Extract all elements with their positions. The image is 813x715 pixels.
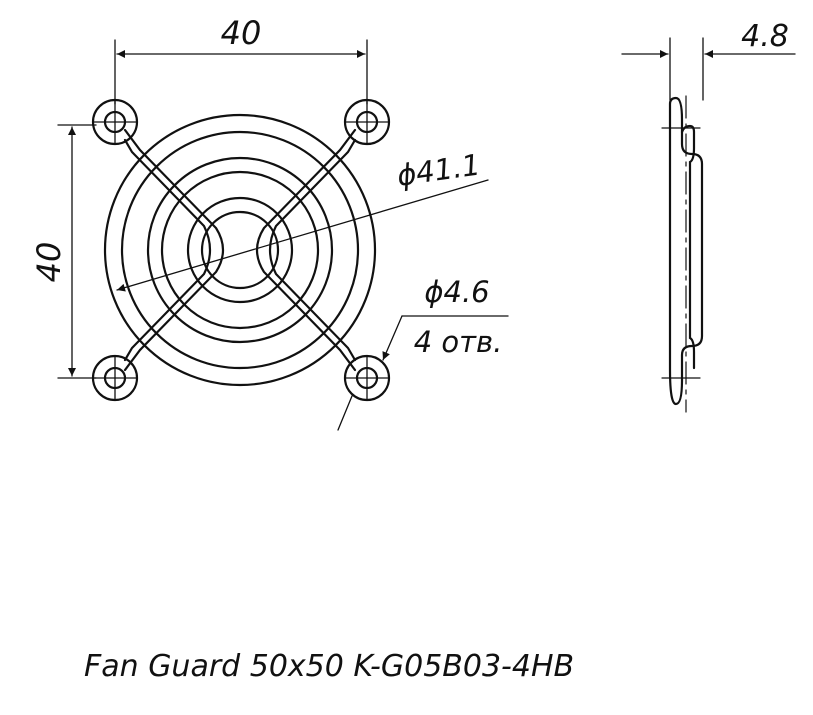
cross-wire-right-arm <box>255 128 357 372</box>
front-view <box>91 98 391 402</box>
hole-count-label: 4 отв. <box>414 325 503 359</box>
outer-ring-inner-edge <box>120 130 360 370</box>
left-height-dimension-lines <box>57 124 97 379</box>
hole-diameter-leader <box>337 315 509 431</box>
thickness-dimension-lines <box>621 37 796 101</box>
thickness-label: 4.8 <box>741 19 789 54</box>
inner-ring <box>186 196 294 304</box>
side-view <box>661 95 704 413</box>
side-profile-inner <box>680 124 696 370</box>
side-profile-outer <box>668 96 704 406</box>
left-height-label: 40 <box>30 242 68 283</box>
middle-ring-inner-edge <box>160 170 320 330</box>
drawing-caption: Fan Guard 50x50 K-G05B03-4HB <box>84 649 574 684</box>
outer-ring <box>103 113 377 387</box>
hole-diameter-label: ϕ4.6 <box>424 275 489 309</box>
cross-wire-left-arm <box>123 128 225 372</box>
outer-diameter-leader <box>116 179 489 292</box>
center-marks <box>92 99 390 401</box>
side-center-lines <box>661 95 701 413</box>
top-width-label: 40 <box>221 14 262 52</box>
top-width-dimension-lines <box>114 39 368 105</box>
middle-ring <box>146 156 334 344</box>
inner-ring-inner-edge <box>200 210 280 290</box>
